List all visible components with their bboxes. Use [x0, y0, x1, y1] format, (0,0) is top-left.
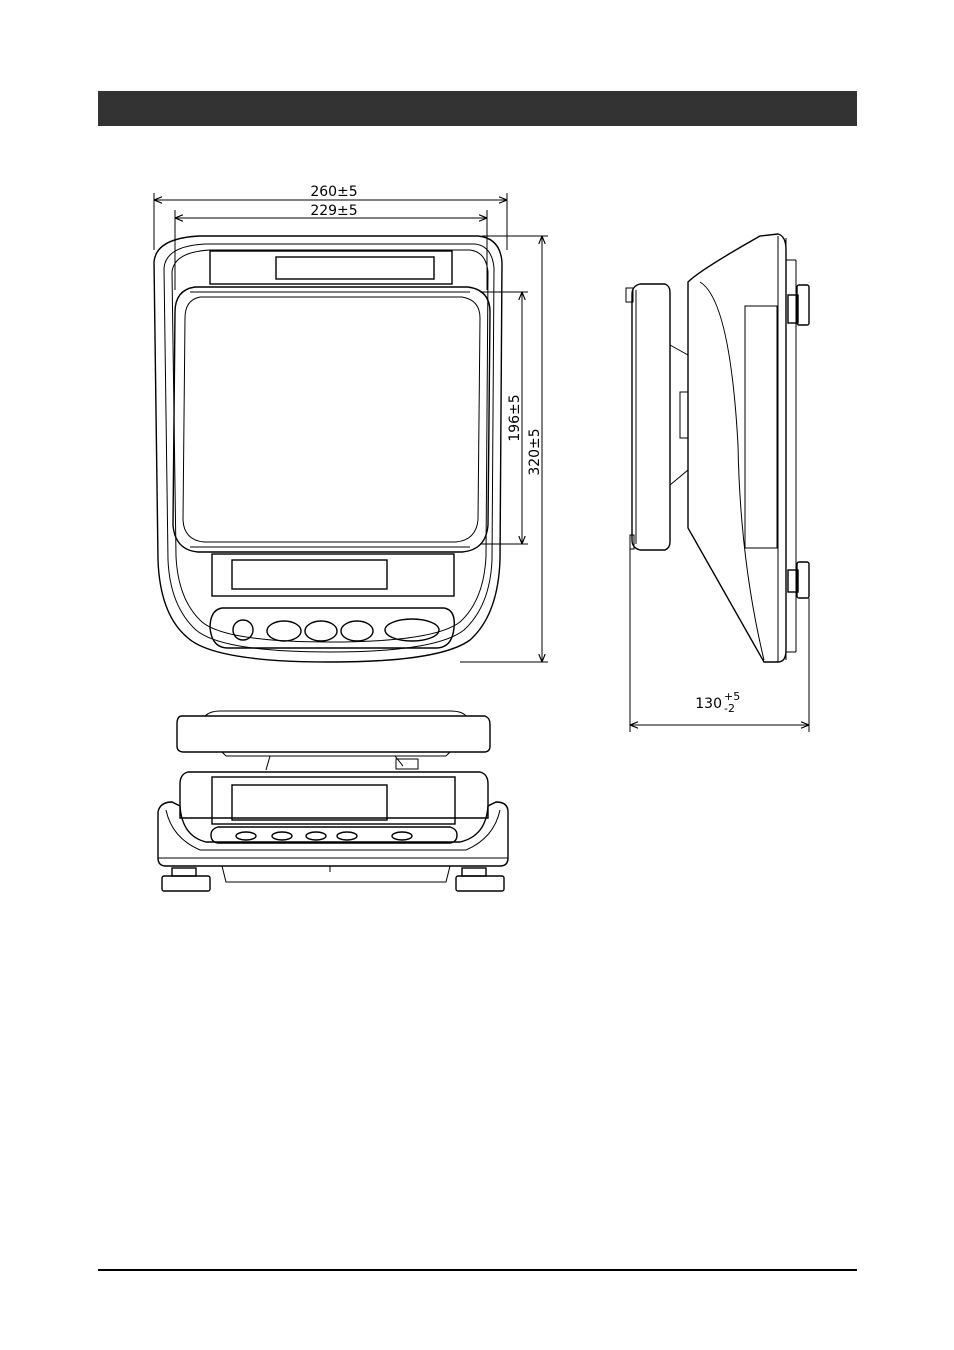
side-view [626, 234, 809, 662]
height-lower-tolerance: -2 [724, 702, 735, 715]
front-view-body-top [180, 772, 488, 818]
overall-width-label: 260±5 [310, 184, 357, 200]
front-view-underside [222, 866, 450, 882]
front-view-key-3 [306, 832, 326, 840]
front-view-key-5 [392, 832, 412, 840]
front-view-display [232, 785, 387, 820]
front-view-foot-right [456, 876, 504, 891]
side-view-foot-front [797, 562, 809, 598]
weighing-pan-inner [183, 297, 480, 542]
front-view-display-housing [212, 777, 455, 824]
front-view-key-1 [236, 832, 256, 840]
front-view-pan [177, 716, 490, 752]
top-view-outer-body [154, 236, 502, 662]
top-view-inner-rim [172, 250, 488, 642]
height-base-label: 130 [695, 696, 722, 712]
top-view-front-display [232, 560, 387, 589]
side-view-pan [632, 284, 670, 550]
pan-depth-label: 196±5 [507, 394, 523, 441]
side-view-foot-rear [797, 285, 809, 325]
pan-width-label: 229±5 [310, 203, 357, 219]
top-view-key-2 [305, 621, 337, 641]
front-view-foot-left [162, 876, 210, 891]
overall-depth-label: 320±5 [527, 428, 543, 475]
top-view-key-1 [267, 621, 301, 641]
top-view [154, 236, 502, 662]
top-view-rear-display [276, 257, 434, 279]
top-view-inner-body [164, 244, 494, 652]
footer-rule [98, 1269, 857, 1271]
side-view-body [688, 234, 786, 662]
dim-overall-depth: 320±5 [460, 236, 548, 662]
top-view-key-3 [341, 621, 373, 641]
weighing-pan [173, 287, 490, 552]
front-view-key-2 [272, 832, 292, 840]
dim-pan-width: 229±5 [175, 203, 487, 290]
dim-height: 130 +5 -2 [630, 540, 809, 732]
side-view-pan-support [670, 345, 688, 485]
front-view [158, 711, 508, 891]
side-view-display-panel [745, 306, 777, 548]
front-view-key-4 [337, 832, 357, 840]
